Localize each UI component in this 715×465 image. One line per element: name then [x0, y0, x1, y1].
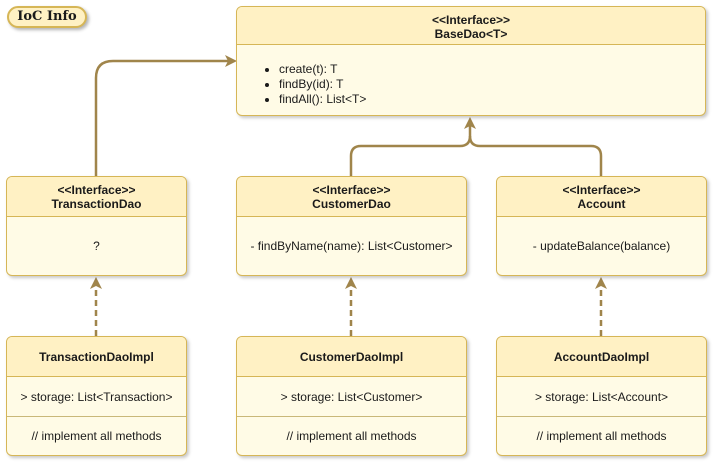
account-interface-box[interactable]: <<Interface>> Account - updateBalance(ba… — [496, 176, 707, 276]
customerdao-method: - findByName(name): List<Customer> — [250, 239, 453, 253]
basedao-method-findall: findAll(): List<T> — [279, 92, 705, 107]
accountdaoimpl-header: AccountDaoImpl — [497, 337, 706, 377]
accountdaoimpl-class-box[interactable]: AccountDaoImpl > storage: List<Account> … — [496, 336, 707, 456]
basedao-interface-box[interactable]: <<Interface>> BaseDao<T> create(t): T fi… — [236, 6, 706, 116]
transactiondaoimpl-header: TransactionDaoImpl — [7, 337, 186, 377]
transactiondao-interface-box[interactable]: <<Interface>> TransactionDao ? — [6, 176, 187, 276]
customerdao-header: <<Interface>> CustomerDao — [237, 177, 466, 217]
basedao-method-findby: findBy(id): T — [279, 77, 705, 92]
arrowhead-transactiondao — [90, 277, 102, 289]
basedao-methods-section: create(t): T findBy(id): T findAll(): Li… — [237, 45, 705, 107]
ioc-info-badge[interactable]: IoC Info — [7, 6, 87, 28]
account-stereotype: <<Interface>> — [562, 183, 641, 197]
edge-customerdao-basedao — [349, 124, 472, 176]
transactiondao-body: ? — [7, 217, 186, 275]
basedao-methods-list: create(t): T findBy(id): T findAll(): Li… — [237, 62, 705, 107]
account-header: <<Interface>> Account — [497, 177, 706, 217]
transactiondao-body-text: ? — [93, 239, 100, 253]
transactiondaoimpl-note: // implement all methods — [7, 417, 186, 455]
account-body: - updateBalance(balance) — [497, 217, 706, 275]
edge-transactiondao-basedao — [94, 59, 230, 176]
transactiondaoimpl-name: TransactionDaoImpl — [39, 350, 154, 364]
accountdaoimpl-note: // implement all methods — [497, 417, 706, 455]
customerdaoimpl-field-storage: > storage: List<Customer> — [280, 390, 423, 404]
customerdao-interface-box[interactable]: <<Interface>> CustomerDao - findByName(n… — [236, 176, 467, 276]
customerdao-body: - findByName(name): List<Customer> — [237, 217, 466, 275]
customerdaoimpl-fields: > storage: List<Customer> — [237, 377, 466, 417]
transactiondaoimpl-fields: > storage: List<Transaction> — [7, 377, 186, 417]
transactiondaoimpl-class-box[interactable]: TransactionDaoImpl > storage: List<Trans… — [6, 336, 187, 456]
transactiondao-header: <<Interface>> TransactionDao — [7, 177, 186, 217]
arrowhead-basedao-bottom — [464, 117, 476, 129]
account-name: Account — [577, 197, 626, 211]
customerdaoimpl-name: CustomerDaoImpl — [299, 350, 404, 364]
customerdaoimpl-class-box[interactable]: CustomerDaoImpl > storage: List<Customer… — [236, 336, 467, 456]
arrowhead-basedao-left — [225, 55, 237, 67]
transactiondaoimpl-note-text: // implement all methods — [31, 429, 162, 443]
basedao-header: <<Interface>> BaseDao<T> — [237, 7, 705, 45]
customerdao-name: CustomerDao — [312, 197, 391, 211]
ioc-info-label: IoC Info — [17, 9, 77, 24]
arrowhead-account — [595, 277, 607, 289]
customerdaoimpl-note: // implement all methods — [237, 417, 466, 455]
accountdaoimpl-field-storage: > storage: List<Account> — [534, 390, 669, 404]
accountdaoimpl-fields: > storage: List<Account> — [497, 377, 706, 417]
customerdaoimpl-note-text: // implement all methods — [286, 429, 417, 443]
basedao-stereotype: <<Interface>> — [431, 13, 511, 27]
basedao-method-create: create(t): T — [279, 62, 705, 77]
accountdaoimpl-note-text: // implement all methods — [536, 429, 667, 443]
edge-account-basedao — [468, 135, 603, 176]
transactiondaoimpl-field-storage: > storage: List<Transaction> — [20, 390, 173, 404]
account-method: - updateBalance(balance) — [532, 239, 671, 253]
customerdao-stereotype: <<Interface>> — [312, 183, 391, 197]
accountdaoimpl-name: AccountDaoImpl — [553, 350, 650, 364]
basedao-name: BaseDao<T> — [434, 27, 508, 41]
customerdaoimpl-header: CustomerDaoImpl — [237, 337, 466, 377]
arrowhead-customerdao — [345, 277, 357, 289]
transactiondao-stereotype: <<Interface>> — [57, 183, 136, 197]
transactiondao-name: TransactionDao — [51, 197, 142, 211]
